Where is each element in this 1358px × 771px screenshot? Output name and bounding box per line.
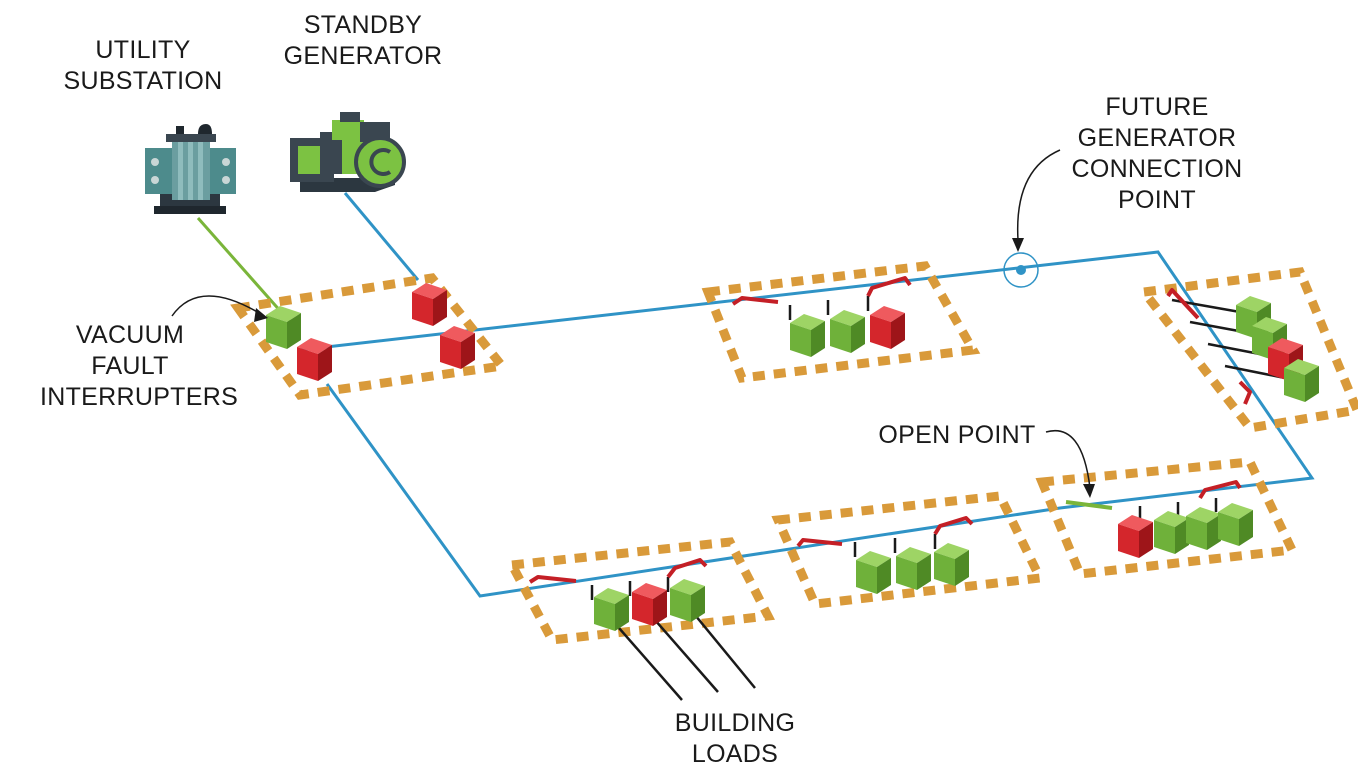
building-loads-label-line2: LOADS	[691, 740, 779, 768]
vfi-open-device	[297, 338, 332, 381]
open-point-label-text: OPEN POINT	[878, 421, 1036, 449]
open-point-switch	[1065, 500, 1113, 510]
future-generator-label: FUTURE GENERATOR CONNECTION POINT	[1052, 92, 1262, 216]
future-generator-label-line3: CONNECTION	[1071, 155, 1243, 183]
future-generator-label-line1: FUTURE	[1105, 93, 1209, 121]
vfi-closed-device	[266, 306, 301, 349]
enclosure-switch-b	[1135, 267, 1358, 433]
vfi-label-line1: VACUUM	[75, 321, 185, 349]
building-loads-label: BUILDING LOADS	[640, 708, 830, 770]
vfi-open-device	[412, 283, 447, 326]
standby-generator-label: STANDBY GENERATOR	[268, 10, 458, 72]
future-generator-label-line4: POINT	[1118, 186, 1196, 214]
future-generator-label-line2: GENERATOR	[1077, 124, 1237, 152]
vfi-label: VACUUM FAULT INTERRUPTERS	[40, 320, 239, 413]
ring-cable	[299, 192, 1315, 598]
enclosure-switch-e	[1035, 457, 1299, 579]
generator-icon	[290, 112, 406, 192]
enclosure-vfi	[230, 273, 511, 400]
enclosure-switch-c	[504, 537, 775, 645]
switch-e-devices	[1118, 503, 1253, 558]
load-leads	[590, 296, 1286, 701]
vfi-open-device	[440, 326, 475, 369]
utility-substation-label-line2: SUBSTATION	[63, 67, 223, 95]
connection-point-icon	[1003, 252, 1039, 288]
vfi-label-line2: FAULT	[91, 352, 169, 380]
utility-feed-line	[196, 217, 292, 323]
building-loads-label-line1: BUILDING	[674, 709, 796, 737]
utility-substation-label: UTILITY SUBSTATION	[48, 35, 238, 97]
switch-a-devices	[790, 306, 905, 357]
vfi-label-line3: INTERRUPTERS	[40, 383, 239, 411]
enclosure-switch-d	[771, 491, 1047, 609]
standby-generator-label-line1: STANDBY	[303, 11, 423, 39]
enclosure-switch-a	[701, 261, 981, 383]
transformer-icon	[145, 124, 236, 214]
vfi-arrow	[171, 295, 265, 317]
open-point-label: OPEN POINT	[862, 420, 1052, 451]
standby-generator-label-line2: GENERATOR	[283, 42, 443, 70]
future-point-arrow	[1016, 149, 1061, 241]
callout-arrows	[171, 149, 1095, 498]
utility-substation-label-line1: UTILITY	[95, 36, 191, 64]
switch-arms	[528, 276, 1252, 584]
vfi-devices	[266, 283, 475, 381]
open-point-arrow	[1045, 430, 1091, 489]
enclosure-frames	[230, 261, 1358, 645]
